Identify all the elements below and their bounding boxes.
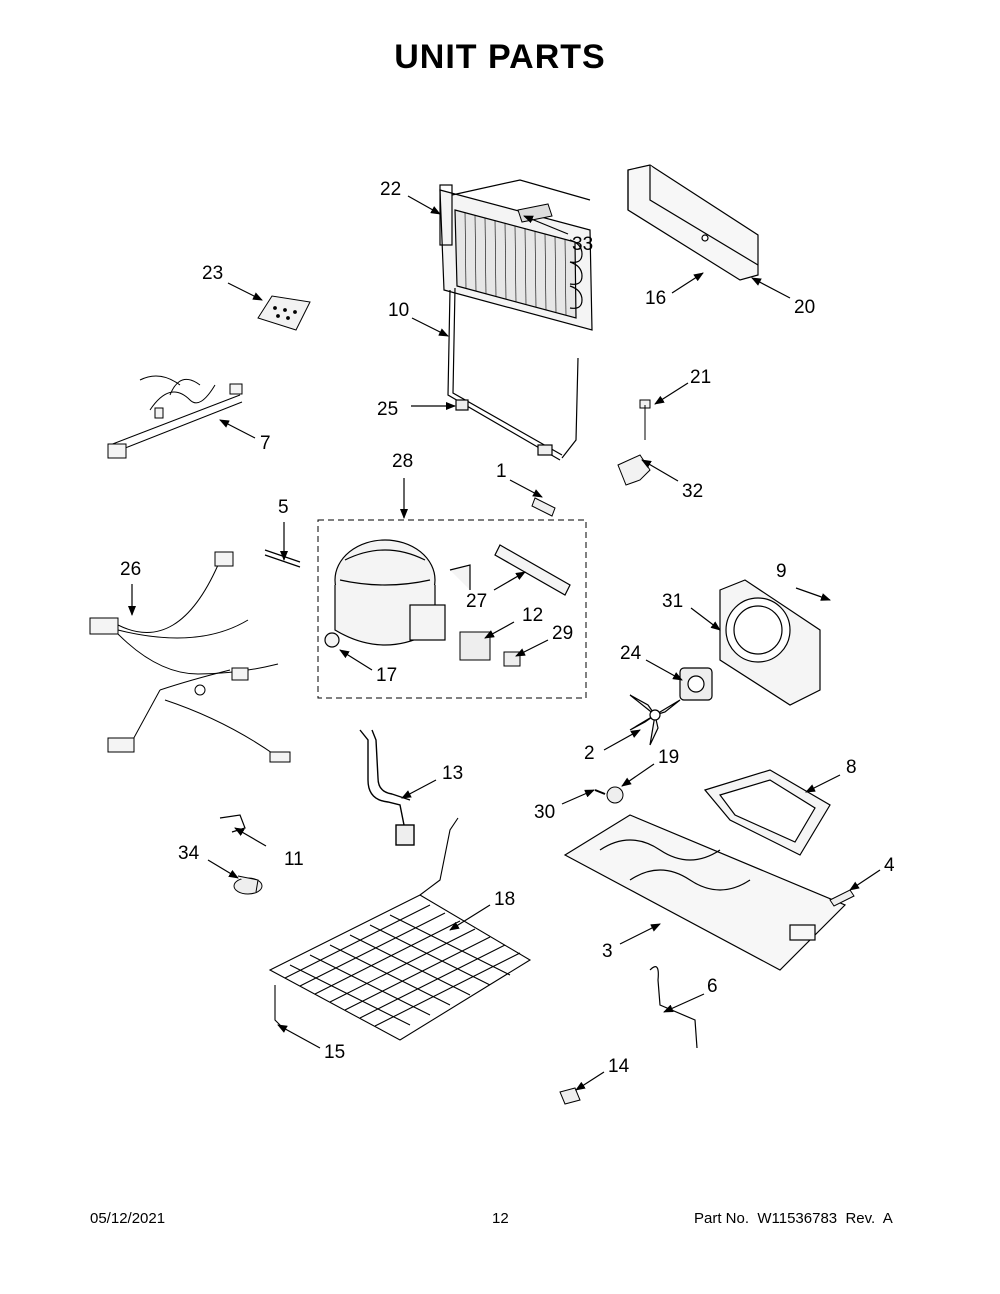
callout-2: 2 (584, 743, 595, 764)
clip-drawing (219, 814, 246, 833)
callout-23: 23 (202, 263, 224, 284)
harness-top-drawing (107, 375, 243, 459)
callout-14: 14 (608, 1056, 630, 1077)
drain-tube-drawing (359, 729, 415, 846)
callout-7: 7 (260, 433, 271, 454)
fan-motor-drawing (679, 667, 713, 701)
compressor-drawing (324, 539, 471, 648)
drier-drawing (494, 544, 571, 596)
bolt-drawing (829, 889, 855, 907)
callout-30: 30 (534, 802, 556, 823)
callout-24: 24 (620, 643, 642, 664)
tubing-drawing (447, 287, 579, 461)
callout-4: 4 (884, 855, 895, 876)
callout-13: 13 (442, 763, 464, 784)
callout-29: 29 (552, 623, 574, 644)
wire-drawing (649, 966, 698, 1049)
callout-21: 21 (690, 367, 712, 388)
callout-10: 10 (388, 300, 410, 321)
harness-drawing (89, 551, 291, 763)
callout-34: 34 (178, 843, 200, 864)
strap-drawing (264, 549, 301, 568)
pin-drawing (594, 789, 606, 795)
base-plate-drawing (563, 814, 847, 971)
callout-9: 9 (776, 561, 787, 582)
callout-27: 27 (466, 591, 488, 612)
evaporator-drawing (268, 817, 532, 1041)
callout-31: 31 (662, 591, 684, 612)
small-plate-drawing (257, 295, 311, 331)
callout-19: 19 (658, 747, 680, 768)
condenser-drawing (439, 179, 593, 331)
callout-16: 16 (645, 288, 667, 309)
callout-26: 26 (120, 559, 142, 580)
footer-page: 12 (492, 1210, 509, 1227)
callout-32: 32 (682, 481, 704, 502)
fan-blade-drawing (629, 694, 681, 746)
grommet-drawing (606, 786, 624, 804)
callout-1: 1 (496, 461, 507, 482)
callout-6: 6 (707, 976, 718, 997)
callout-12: 12 (522, 605, 544, 626)
callout-22: 22 (380, 179, 402, 200)
compressor-kit-box (317, 519, 587, 699)
callout-15: 15 (324, 1042, 346, 1063)
plug-drawing (559, 1087, 581, 1105)
callout-18: 18 (494, 889, 516, 910)
callout-17: 17 (376, 665, 398, 686)
thermostat-drawing (233, 875, 263, 895)
footer-date: 05/12/2021 (90, 1210, 166, 1227)
shroud-drawing (719, 579, 821, 706)
motor-bracket-drawing (703, 769, 831, 856)
footer-part-no: Part No. W11536783 Rev. A (694, 1210, 893, 1227)
callout-11: 11 (284, 849, 304, 870)
callout-3: 3 (602, 941, 613, 962)
callout-20: 20 (794, 297, 816, 318)
cover-drawing (627, 164, 759, 281)
page-title: UNIT PARTS (394, 38, 606, 76)
callout-25: 25 (377, 399, 399, 420)
valve-drawing (531, 497, 556, 517)
callout-33: 33 (572, 234, 594, 255)
callout-5: 5 (278, 497, 289, 518)
relay-drawing (459, 631, 521, 667)
leader-lines (128, 195, 881, 1091)
callout-28: 28 (392, 451, 414, 472)
bracket-drawing (617, 399, 651, 486)
callout-8: 8 (846, 757, 857, 778)
